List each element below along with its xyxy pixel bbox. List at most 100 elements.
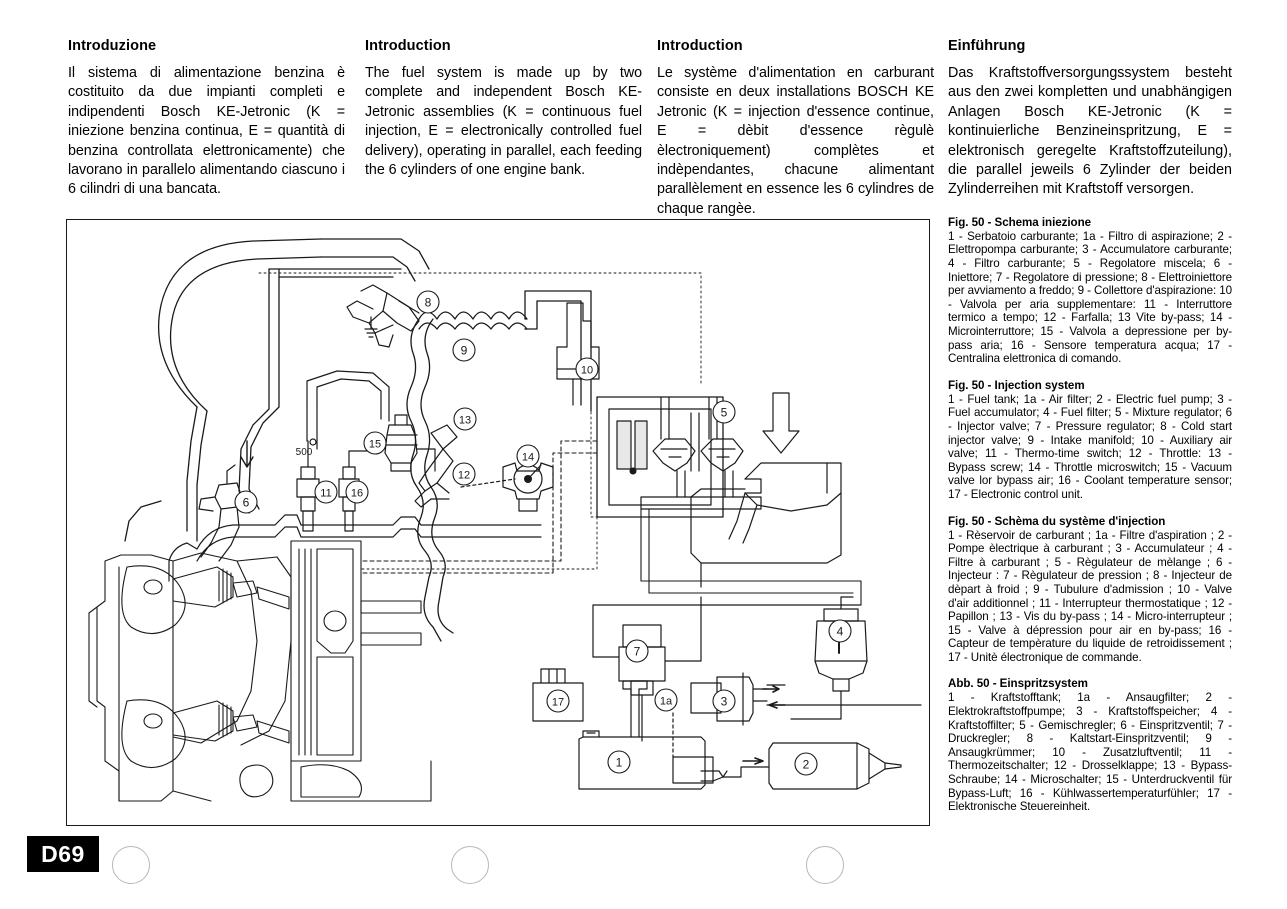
fuel-tank-1 (578, 680, 724, 790)
figure-50-injection-diagram: 1 1a 2 3 4 5 6 7 8 9 10 11 12 13 14 15 16 17 500 (66, 219, 930, 826)
callout-label: 8 (425, 296, 432, 310)
callout-1: 1 (607, 750, 631, 774)
caption-body-italian: 1 - Serbatoio carburante; 1a - Filtro di… (948, 229, 1232, 366)
heading-italian: Introduzione (68, 38, 157, 54)
callout-circle (625, 639, 649, 663)
callout-6: 6 (234, 490, 258, 514)
callout-11: 11 (314, 480, 338, 504)
callout-layer: 1 1a 2 3 4 5 6 7 8 9 10 11 12 13 14 15 16 17 (234, 290, 852, 776)
callout-16: 16 (345, 480, 369, 504)
callout-circle (452, 338, 476, 362)
body-italian: Il sistema di alimentazione benzina è co… (68, 65, 345, 198)
hole-punch-mark (112, 846, 150, 884)
callout-label: 15 (369, 439, 381, 451)
figure-text-label: 500 (296, 447, 313, 458)
heading-french: Introduction (657, 38, 743, 54)
hole-punch-mark (451, 846, 489, 884)
auxiliary-air-valve-10 (556, 302, 600, 406)
air-intake-funnel (690, 462, 842, 588)
caption-title-german: Abb. 50 - Einspritzsystem (948, 677, 1088, 691)
hole-punch-mark (806, 846, 844, 884)
column-french: Introduction Le système d'alimentation e… (657, 38, 934, 219)
caption-french: Fig. 50 - Schèma du système d'injection … (948, 515, 1232, 665)
body-french: Le système d'alimentation en carburant c… (657, 65, 934, 217)
vacuum-hoses (124, 238, 430, 542)
electric-fuel-pump-2 (722, 742, 902, 790)
callout-4: 4 (828, 619, 852, 643)
airflow-arrow-icon (762, 392, 800, 454)
callout-2: 2 (794, 752, 818, 776)
callout-label: 12 (458, 470, 470, 482)
mixture-regulator-5 (596, 396, 762, 518)
callout-label: 2 (803, 758, 810, 772)
callout-13: 13 (453, 407, 477, 431)
callout-label: 4 (837, 625, 844, 639)
column-german: Einführung Das Kraftstoffversorgungssyst… (948, 38, 1232, 827)
thermo-time-switch-11 (296, 438, 320, 532)
caption-title-english: Fig. 50 - Injection system (948, 378, 1085, 392)
callout-circle (712, 400, 736, 424)
caption-body-french: 1 - Rèservoir de carburant ; 1a - Filtre… (948, 528, 1232, 664)
callout-circle (314, 480, 338, 504)
callout-label: 1a (660, 696, 673, 708)
fuel-rail-lines (168, 514, 542, 582)
callout-label: 3 (721, 695, 728, 709)
inner-dotted-frame (258, 272, 702, 570)
caption-english: Fig. 50 - Injection system 1 - Fuel tank… (948, 379, 1232, 502)
callout-circle (453, 407, 477, 431)
callout-label: 10 (581, 365, 593, 377)
column-italian: Introduzione Il sistema di alimentazione… (68, 38, 345, 200)
callout-17: 17 (546, 689, 570, 713)
callout-circle (575, 357, 599, 381)
column-english: Introduction The fuel system is made up … (365, 38, 642, 180)
callout-1a: 1a (654, 688, 678, 712)
caption-body-german: 1 - Kraftstofftank; 1a - Ansaugfilter; 2… (948, 691, 1232, 814)
page-number-badge: D69 (27, 836, 99, 872)
body-english: The fuel system is made up by two comple… (365, 65, 642, 179)
caption-german: Abb. 50 - Einspritzsystem 1 - Kraftstoff… (948, 677, 1232, 813)
callout-circle (345, 480, 369, 504)
callout-circle (234, 490, 258, 514)
injector-valve-6 (198, 464, 242, 562)
callout-label: 11 (320, 488, 331, 500)
callout-15: 15 (363, 431, 387, 455)
callout-3: 3 (712, 689, 736, 713)
callout-9: 9 (452, 338, 476, 362)
electronic-control-unit-17 (532, 668, 584, 722)
callout-circle (828, 619, 852, 643)
coolant-temp-sensor-16 (338, 450, 368, 532)
callout-5: 5 (712, 400, 736, 424)
auxiliary-hose-loop (306, 370, 390, 450)
air-filter-1a (672, 756, 714, 784)
callout-label: 5 (721, 406, 728, 420)
callout-7: 7 (625, 639, 649, 663)
callout-label: 14 (522, 452, 534, 464)
callout-label: 1 (616, 756, 623, 770)
callout-label: 17 (552, 697, 564, 709)
callout-circle (416, 290, 440, 314)
throttle-microswitch-14 (460, 462, 554, 512)
callout-circle (452, 462, 476, 486)
callout-label: 16 (351, 488, 363, 500)
engine-block-section (88, 540, 432, 802)
injection-system-schematic: 1 1a 2 3 4 5 6 7 8 9 10 11 12 13 14 15 16 17 500 (88, 238, 922, 802)
intake-direction-arrow-icon (240, 440, 254, 468)
callout-8: 8 (416, 290, 440, 314)
callout-label: 6 (243, 496, 250, 510)
fuel-filter-4 (790, 596, 868, 720)
bypass-screw-13 (414, 424, 458, 508)
callout-circle (654, 688, 678, 712)
callout-circle (712, 689, 736, 713)
callout-10: 10 (575, 357, 599, 381)
callout-circle (607, 750, 631, 774)
heading-german: Einführung (948, 38, 1026, 54)
heading-english: Introduction (365, 38, 451, 54)
callout-label: 13 (459, 415, 471, 427)
body-german: Das Kraftstoffversorgungssystem besteht … (948, 65, 1232, 198)
callout-12: 12 (452, 462, 476, 486)
callout-circle (546, 689, 570, 713)
caption-title-italian: Fig. 50 - Schema iniezione (948, 215, 1092, 229)
caption-title-french: Fig. 50 - Schèma du système d'injection (948, 514, 1166, 528)
callout-circle (363, 431, 387, 455)
